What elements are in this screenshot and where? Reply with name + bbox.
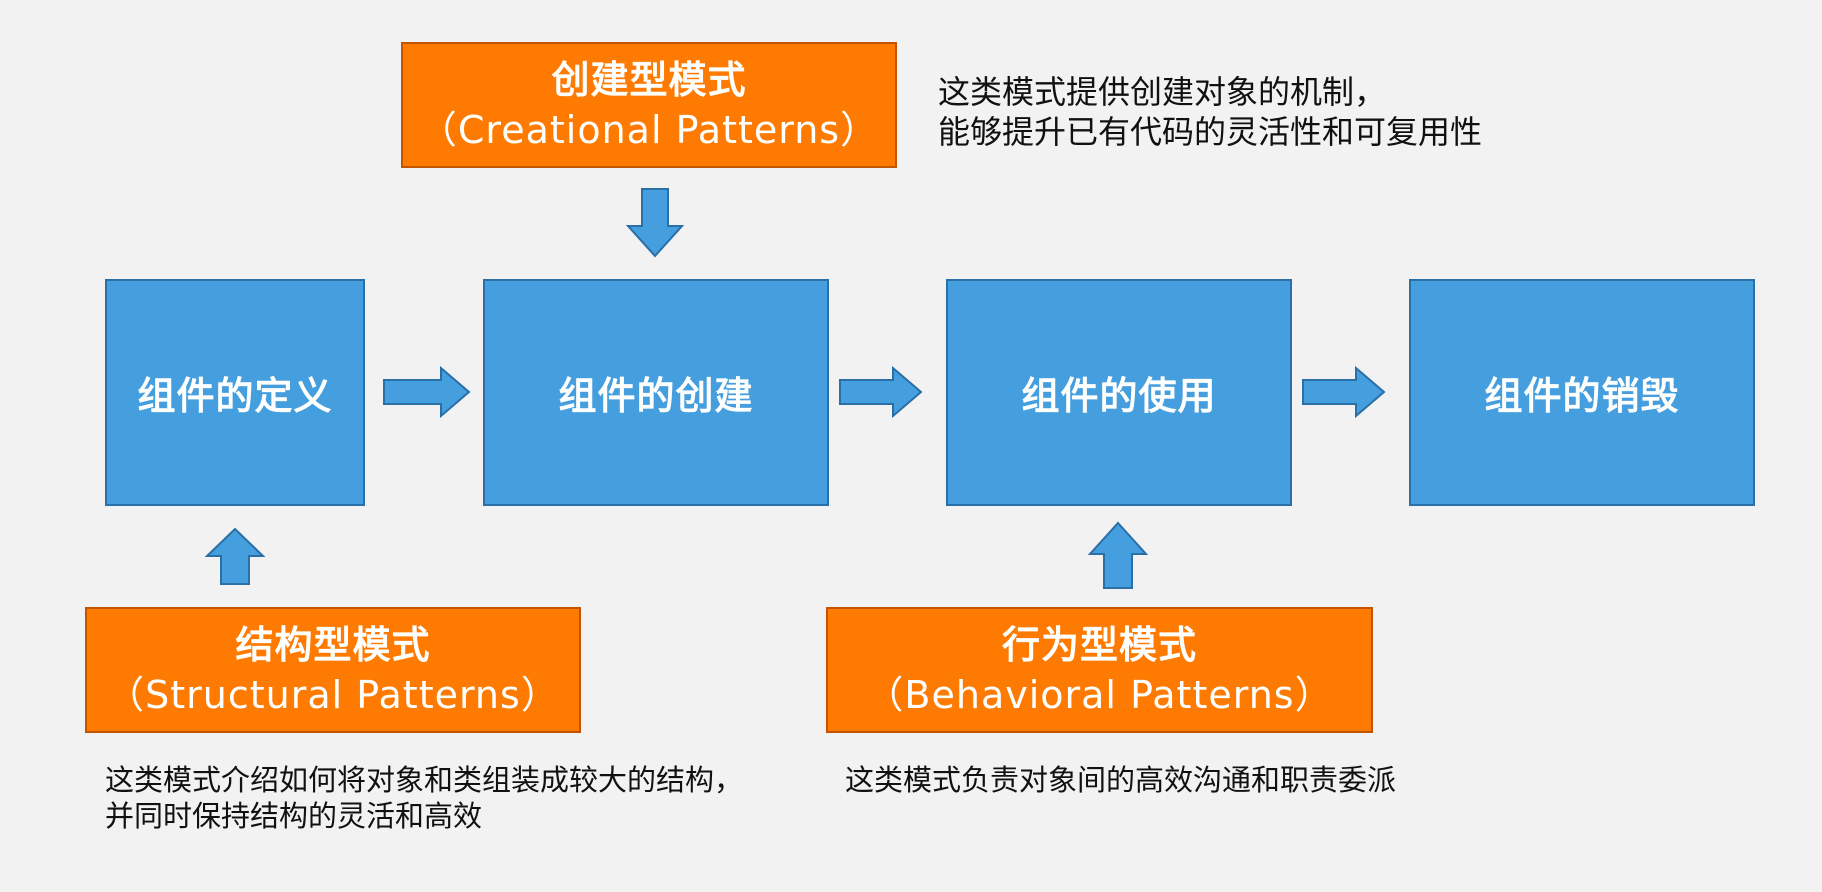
right-arrow-icon bbox=[1302, 365, 1386, 419]
stage-creation-label: 组件的创建 bbox=[558, 374, 754, 418]
creational-pattern-box: 创建型模式 （Creational Patterns） bbox=[401, 42, 897, 168]
structural-pattern-subtitle: （Structural Patterns） bbox=[106, 673, 560, 717]
stage-destruction-box: 组件的销毁 bbox=[1409, 279, 1755, 506]
creational-pattern-subtitle: （Creational Patterns） bbox=[418, 108, 880, 152]
up-arrow-icon bbox=[1087, 521, 1149, 589]
structural-pattern-title: 结构型模式 bbox=[235, 623, 431, 667]
behavioral-pattern-box: 行为型模式 （Behavioral Patterns） bbox=[826, 607, 1373, 733]
behavioral-description-line-1: 这类模式负责对象间的高效沟通和职责委派 bbox=[845, 763, 1397, 797]
creational-pattern-title: 创建型模式 bbox=[551, 58, 747, 102]
up-arrow-icon bbox=[204, 527, 266, 585]
right-arrow-icon bbox=[839, 365, 923, 419]
stage-usage-label: 组件的使用 bbox=[1021, 374, 1217, 418]
structural-description-line-2: 并同时保持结构的灵活和高效 bbox=[105, 799, 483, 833]
structural-description-line-1: 这类模式介绍如何将对象和类组装成较大的结构， bbox=[105, 763, 744, 797]
stage-destruction-label: 组件的销毁 bbox=[1484, 374, 1680, 418]
creational-description-line-1: 这类模式提供创建对象的机制， bbox=[938, 73, 1387, 111]
stage-usage-box: 组件的使用 bbox=[946, 279, 1292, 506]
down-arrow-icon bbox=[625, 188, 685, 258]
creational-pattern-description: 这类模式提供创建对象的机制， 能够提升已有代码的灵活性和可复用性 bbox=[938, 72, 1482, 152]
stage-definition-box: 组件的定义 bbox=[105, 279, 365, 506]
stage-definition-label: 组件的定义 bbox=[137, 374, 333, 418]
behavioral-pattern-subtitle: （Behavioral Patterns） bbox=[865, 673, 1334, 717]
right-arrow-icon bbox=[383, 365, 471, 419]
stage-creation-box: 组件的创建 bbox=[483, 279, 829, 506]
structural-pattern-box: 结构型模式 （Structural Patterns） bbox=[85, 607, 581, 733]
creational-description-line-2: 能够提升已有代码的灵活性和可复用性 bbox=[938, 113, 1483, 151]
behavioral-pattern-description: 这类模式负责对象间的高效沟通和职责委派 bbox=[845, 762, 1396, 798]
behavioral-pattern-title: 行为型模式 bbox=[1001, 623, 1197, 667]
structural-pattern-description: 这类模式介绍如何将对象和类组装成较大的结构， 并同时保持结构的灵活和高效 bbox=[105, 762, 743, 834]
